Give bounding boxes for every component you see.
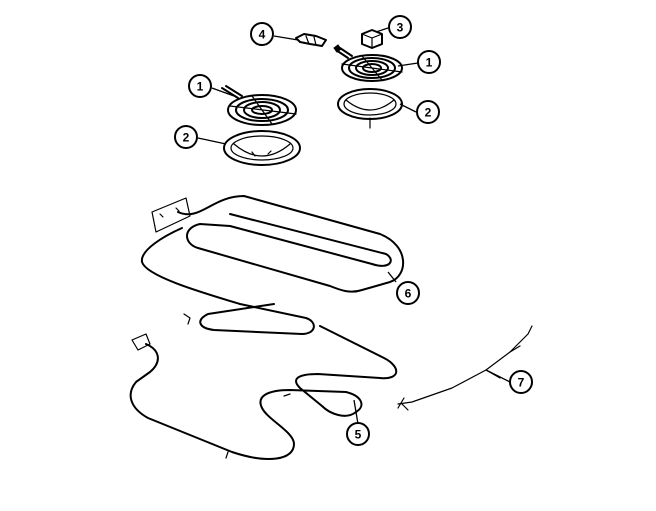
broil-element xyxy=(140,195,404,335)
callout-6: 6 xyxy=(396,281,420,305)
callout-label: 5 xyxy=(355,428,362,442)
receptacle-part xyxy=(361,29,383,49)
callout-3: 3 xyxy=(388,15,412,39)
leader-lines xyxy=(197,27,511,425)
callout-label: 2 xyxy=(425,106,432,120)
callout-label: 1 xyxy=(426,56,433,70)
callout-label: 6 xyxy=(405,287,412,301)
surface-element-coil-left xyxy=(221,85,297,126)
callout-label: 2 xyxy=(183,131,190,145)
surface-element-coil-right xyxy=(333,44,403,82)
callout-2-left: 2 xyxy=(174,125,198,149)
drip-bowl-right xyxy=(337,88,403,129)
callout-5: 5 xyxy=(346,422,370,446)
callout-2-right: 2 xyxy=(416,100,440,124)
terminal-block-part xyxy=(295,33,327,47)
callout-label: 1 xyxy=(197,80,204,94)
callout-7: 7 xyxy=(509,370,533,394)
callout-1-right: 1 xyxy=(417,50,441,74)
callout-label: 4 xyxy=(259,28,266,42)
bake-element xyxy=(129,325,398,460)
drip-bowl-left xyxy=(223,130,301,166)
callout-1-left: 1 xyxy=(188,74,212,98)
callout-4: 4 xyxy=(250,22,274,46)
callout-label: 7 xyxy=(518,376,525,390)
callout-label: 3 xyxy=(397,21,404,35)
wire-harness xyxy=(397,325,533,411)
